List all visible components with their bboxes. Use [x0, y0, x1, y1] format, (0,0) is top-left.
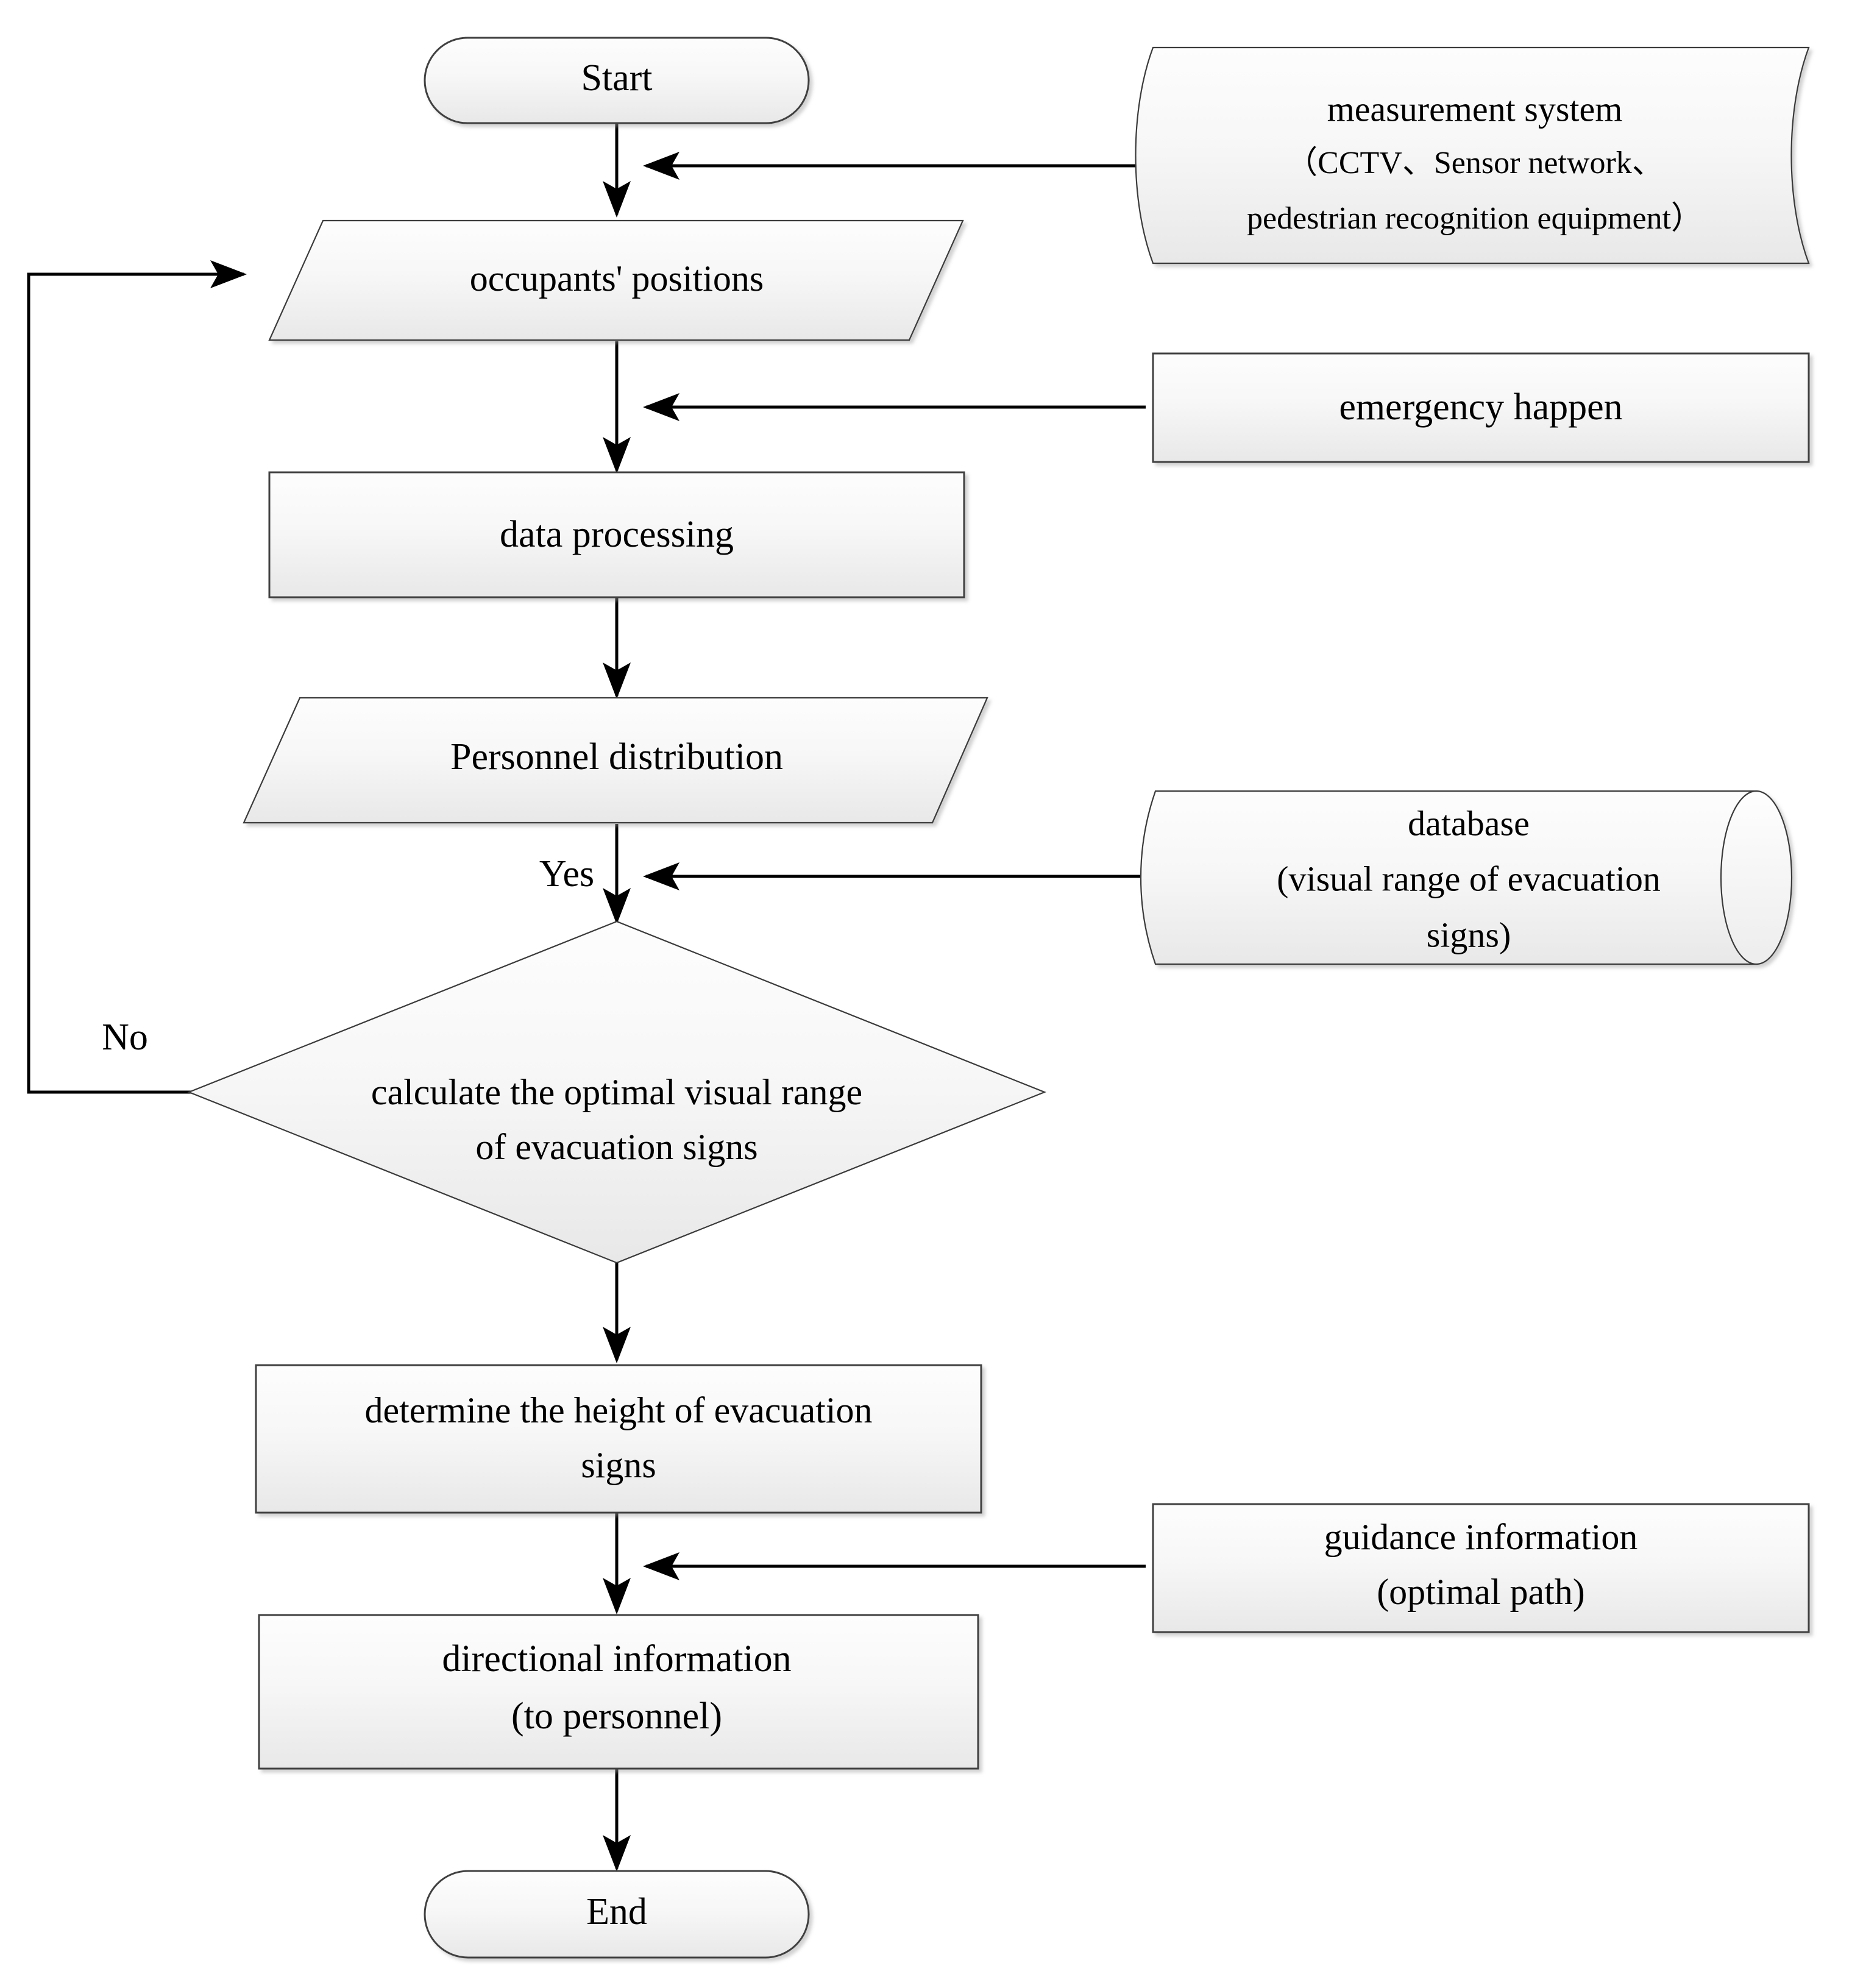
edge-label-no: No: [102, 1017, 148, 1058]
node-determine-height-line2: signs: [581, 1445, 656, 1485]
node-personnel-distribution[interactable]: [243, 697, 988, 824]
node-end-label: End: [586, 1891, 647, 1933]
node-end[interactable]: [424, 1870, 810, 1959]
node-measurement-line1: measurement system: [1327, 89, 1623, 129]
node-database[interactable]: [1140, 790, 1793, 965]
node-decision[interactable]: [187, 920, 1046, 1264]
node-guidance-information[interactable]: [1152, 1503, 1810, 1633]
node-measurement-line3: pedestrian recognition equipment）: [1247, 201, 1703, 236]
node-measurement-line2: （CCTV、Sensor network、: [1286, 146, 1664, 180]
node-decision-line2: of evacuation signs: [475, 1127, 757, 1167]
node-guidance-line1: guidance information: [1324, 1517, 1638, 1557]
node-emergency-label: emergency happen: [1339, 386, 1622, 428]
node-occupants-positions[interactable]: [268, 219, 964, 341]
node-directional-line1: directional information: [442, 1638, 791, 1680]
node-determine-height-line1: determine the height of evacuation: [365, 1390, 873, 1430]
node-start[interactable]: [424, 37, 810, 124]
node-database-line1: database: [1408, 803, 1530, 843]
node-occupants-label: occupants' positions: [470, 258, 764, 299]
edge-label-yes: Yes: [539, 853, 594, 895]
node-measurement-system[interactable]: [1135, 46, 1810, 264]
node-database-line3: signs): [1427, 915, 1511, 954]
node-personnel-label: Personnel distribution: [450, 736, 783, 778]
node-determine-height[interactable]: [255, 1364, 982, 1514]
node-data-processing[interactable]: [268, 471, 965, 598]
node-start-label: Start: [581, 57, 652, 99]
node-database-line2: (visual range of evacuation: [1277, 859, 1661, 898]
node-directional-line2: (to personnel): [511, 1695, 722, 1737]
node-decision-line1: calculate the optimal visual range: [371, 1072, 862, 1112]
node-guidance-line2: (optimal path): [1377, 1572, 1585, 1612]
node-directional-information[interactable]: [258, 1614, 979, 1770]
node-emergency-happen[interactable]: [1152, 352, 1810, 463]
node-data-processing-label: data processing: [500, 514, 734, 555]
edge-decision-no-loop: [27, 260, 247, 1094]
